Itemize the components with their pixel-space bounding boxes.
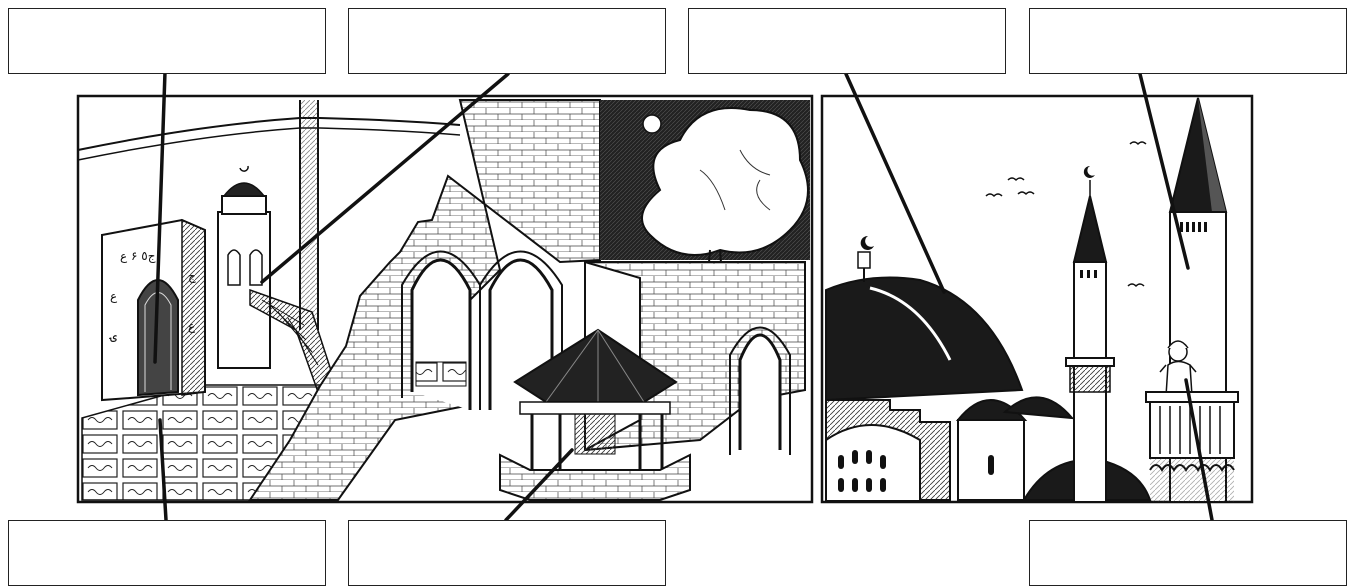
svg-text:ع: ع	[188, 319, 196, 333]
label-box-top-3[interactable]	[688, 8, 1006, 74]
label-box-bottom-4[interactable]	[1029, 520, 1347, 586]
svg-text:ع: ع	[110, 289, 118, 303]
label-box-top-4[interactable]	[1029, 8, 1347, 74]
left-panel: ج٥ ۶ ع ع ۍ ج ع	[78, 96, 812, 502]
sun-icon	[643, 115, 661, 133]
label-box-bottom-1[interactable]	[8, 520, 326, 586]
label-box-bottom-2[interactable]	[348, 520, 666, 586]
svg-text:ج: ج	[188, 269, 196, 283]
mihrab: ج٥ ۶ ع ع ۍ ج ع	[102, 220, 205, 400]
right-panel	[822, 96, 1252, 502]
label-box-top-2[interactable]	[348, 8, 666, 74]
svg-text:ج٥ ۶ ع: ج٥ ۶ ع	[120, 249, 156, 263]
svg-text:ۍ: ۍ	[109, 329, 117, 343]
label-box-top-1[interactable]	[8, 8, 326, 74]
